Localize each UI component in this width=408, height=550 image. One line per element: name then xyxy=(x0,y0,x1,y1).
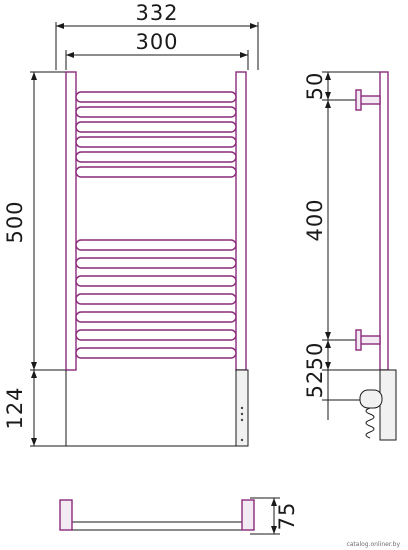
indicator-dot xyxy=(240,438,244,442)
arrow xyxy=(66,52,74,58)
rung xyxy=(75,257,237,269)
rung xyxy=(75,329,237,341)
rung xyxy=(75,136,237,148)
top-left-mount xyxy=(59,499,73,531)
right-upright xyxy=(235,71,247,371)
top-right-mount xyxy=(241,499,255,531)
arrow xyxy=(325,72,331,80)
rung xyxy=(75,166,237,178)
side-upright xyxy=(379,71,389,371)
plug-head xyxy=(359,389,383,409)
arrow xyxy=(31,438,37,446)
arrow xyxy=(325,362,331,370)
top-view: 75 xyxy=(59,497,299,535)
wall-bracket-top xyxy=(355,89,381,111)
rung xyxy=(75,347,237,359)
arrow xyxy=(325,340,331,348)
wall-bracket-bottom xyxy=(355,329,381,351)
dim-label-side-bottom: 50 xyxy=(303,342,327,371)
dim-label-side-mid: 400 xyxy=(303,198,327,241)
indicator-dot xyxy=(240,412,244,416)
arrow xyxy=(31,370,37,378)
rung xyxy=(75,275,237,287)
dim-label-center-width: 300 xyxy=(135,30,178,54)
arrow xyxy=(56,23,64,29)
rung xyxy=(75,311,237,323)
arrow xyxy=(271,526,277,534)
arrow xyxy=(240,52,248,58)
arrow xyxy=(271,498,277,506)
rungs-upper xyxy=(75,91,237,178)
dim-label-overall-width: 332 xyxy=(135,1,178,25)
dim-label-side-heater: 52 xyxy=(303,370,327,399)
front-view: 332 300 500 124 xyxy=(3,1,259,447)
indicator-dot xyxy=(240,406,244,410)
dim-label-depth: 75 xyxy=(275,502,299,531)
arrow xyxy=(31,72,37,80)
arrow xyxy=(325,92,331,100)
rung xyxy=(75,121,237,133)
arrow xyxy=(325,332,331,340)
indicator-dot xyxy=(240,418,244,422)
rungs-lower xyxy=(75,239,237,359)
rung xyxy=(75,151,237,163)
arrow xyxy=(325,100,331,108)
left-upright xyxy=(65,71,77,371)
side-view: 50 400 50 52 xyxy=(303,71,397,441)
dim-label-height-lower: 124 xyxy=(3,386,27,429)
dim-label-side-top: 50 xyxy=(303,72,327,101)
rung xyxy=(75,91,237,103)
watermark: catalog.onliner.by xyxy=(346,541,400,548)
rung xyxy=(75,106,237,118)
bracket-plate xyxy=(355,89,362,111)
heater-plug xyxy=(359,389,383,439)
dim-label-height-upper: 500 xyxy=(3,200,27,243)
coiled-cable xyxy=(365,407,375,439)
arrow xyxy=(31,362,37,370)
side-heater-body xyxy=(379,369,397,441)
bracket-plate xyxy=(355,329,362,351)
rung xyxy=(75,239,237,251)
arrow xyxy=(250,23,258,29)
rung xyxy=(75,293,237,305)
bracket-arm xyxy=(359,335,381,345)
bracket-arm xyxy=(359,95,381,105)
